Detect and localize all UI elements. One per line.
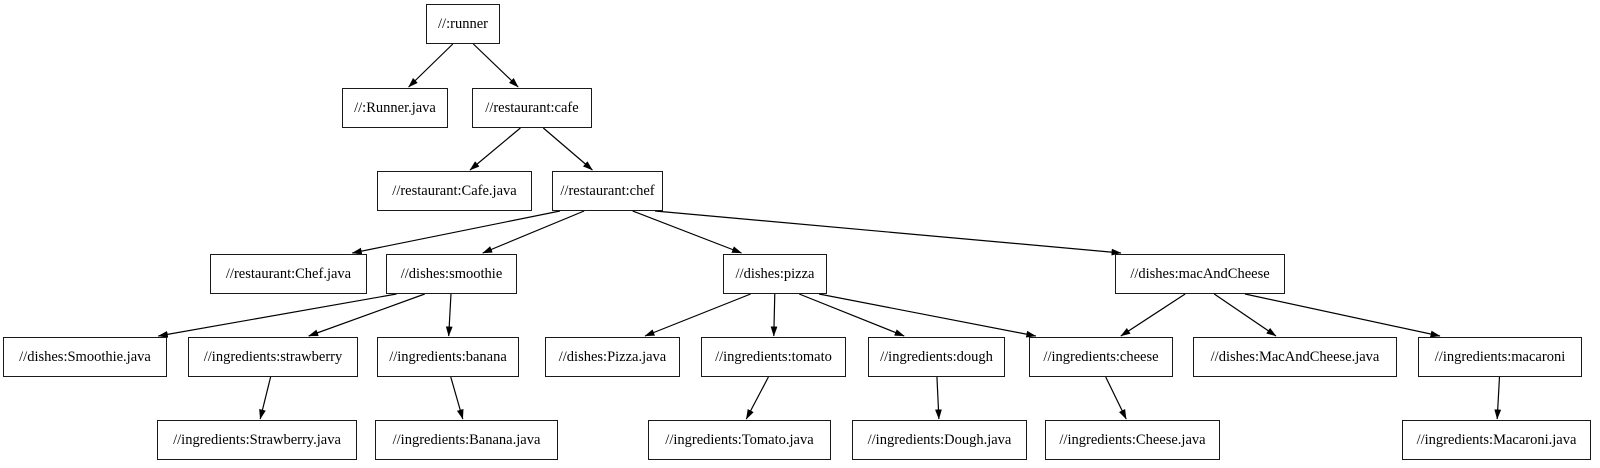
graph-edge-mac-to-macaroni xyxy=(1244,293,1441,338)
graph-edge-chef-to-chef_java xyxy=(351,210,561,255)
graph-node-mac_java: //dishes:MacAndCheese.java xyxy=(1193,337,1397,377)
graph-node-runner: //:runner xyxy=(426,4,500,44)
graph-edge-smoothie-to-strawberry xyxy=(308,293,425,337)
graph-node-smoothie_java: //dishes:Smoothie.java xyxy=(3,337,167,377)
graph-edge-chef-to-smoothie xyxy=(482,210,585,254)
graph-node-dough_java: //ingredients:Dough.java xyxy=(852,420,1027,460)
graph-node-strawberry: //ingredients:strawberry xyxy=(188,337,358,377)
graph-edge-pizza-to-tomato xyxy=(770,293,778,337)
graph-edge-cafe-to-cafe_java xyxy=(469,127,521,171)
graph-edge-tomato-to-tomato_java xyxy=(745,376,769,420)
graph-edge-runner-to-runner_java xyxy=(408,43,454,88)
graph-edge-pizza-to-pizza_java xyxy=(644,293,751,337)
graph-node-cheese_java: //ingredients:Cheese.java xyxy=(1045,420,1220,460)
graph-edge-mac-to-cheese xyxy=(1120,293,1186,337)
graph-edge-chef-to-pizza xyxy=(632,210,742,254)
graph-edge-runner-to-cafe xyxy=(472,43,519,88)
graph-node-label: //ingredients:Banana.java xyxy=(392,431,541,448)
graph-node-label: //ingredients:strawberry xyxy=(203,348,343,365)
graph-node-pizza_java: //dishes:Pizza.java xyxy=(545,337,680,377)
graph-edge-strawberry-to-strawberry_java xyxy=(259,376,272,420)
graph-edge-macaroni-to-macaroni_java xyxy=(1494,376,1502,420)
graph-node-banana: //ingredients:banana xyxy=(377,337,519,377)
graph-edge-cheese-to-cheese_java xyxy=(1105,376,1127,420)
graph-node-chef_java: //restaurant:Chef.java xyxy=(210,254,367,294)
graph-edge-banana-to-banana_java xyxy=(450,376,464,420)
graph-node-mac: //dishes:macAndCheese xyxy=(1115,254,1285,294)
graph-node-label: //ingredients:macaroni xyxy=(1434,348,1566,365)
graph-node-label: //ingredients:cheese xyxy=(1043,348,1159,365)
graph-node-label: //dishes:macAndCheese xyxy=(1130,265,1270,282)
graph-node-tomato_java: //ingredients:Tomato.java xyxy=(648,420,831,460)
graph-node-label: //dishes:MacAndCheese.java xyxy=(1210,348,1380,365)
graph-node-chef: //restaurant:chef xyxy=(552,171,663,211)
graph-node-label: //ingredients:tomato xyxy=(715,348,832,365)
graph-node-strawberry_java: //ingredients:Strawberry.java xyxy=(157,420,357,460)
graph-edge-smoothie-to-smoothie_java xyxy=(157,293,397,338)
graph-node-label: //ingredients:banana xyxy=(389,348,507,365)
graph-edge-mac-to-mac_java xyxy=(1213,293,1277,337)
graph-node-label: //ingredients:Cheese.java xyxy=(1059,431,1206,448)
graph-node-tomato: //ingredients:tomato xyxy=(701,337,846,377)
graph-node-label: //ingredients:Macaroni.java xyxy=(1416,431,1577,448)
graph-node-banana_java: //ingredients:Banana.java xyxy=(375,420,558,460)
graph-node-label: //dishes:Smoothie.java xyxy=(19,348,151,365)
graph-node-runner_java: //:Runner.java xyxy=(342,88,448,128)
graph-node-label: //ingredients:Tomato.java xyxy=(665,431,814,448)
graph-node-label: //dishes:Pizza.java xyxy=(558,348,667,365)
graph-node-pizza: //dishes:pizza xyxy=(723,254,827,294)
graph-edge-chef-to-mac xyxy=(654,210,1122,256)
graph-node-label: //restaurant:Cafe.java xyxy=(392,182,517,199)
graph-node-cafe_java: //restaurant:Cafe.java xyxy=(377,171,532,211)
graph-node-label: //dishes:smoothie xyxy=(400,265,503,282)
graph-edge-pizza-to-dough xyxy=(799,293,905,337)
graph-node-label: //restaurant:Chef.java xyxy=(225,265,352,282)
graph-edge-cafe-to-chef xyxy=(542,127,593,171)
graph-edge-pizza-to-cheese xyxy=(818,293,1037,338)
graph-node-label: //ingredients:Dough.java xyxy=(867,431,1012,448)
graph-node-smoothie: //dishes:smoothie xyxy=(386,254,517,294)
graph-node-label: //ingredients:Strawberry.java xyxy=(173,431,341,448)
graph-node-label: //restaurant:cafe xyxy=(485,99,579,116)
graph-node-label: //restaurant:chef xyxy=(560,182,655,199)
graph-edge-dough-to-dough_java xyxy=(935,376,942,420)
graph-node-label: //ingredients:dough xyxy=(880,348,993,365)
graph-node-dough: //ingredients:dough xyxy=(868,337,1005,377)
graph-node-macaroni_java: //ingredients:Macaroni.java xyxy=(1402,420,1591,460)
graph-node-label: //dishes:pizza xyxy=(735,265,815,282)
graph-node-macaroni: //ingredients:macaroni xyxy=(1418,337,1582,377)
graph-node-cafe: //restaurant:cafe xyxy=(472,88,592,128)
graph-node-cheese: //ingredients:cheese xyxy=(1029,337,1173,377)
graph-node-label: //:runner xyxy=(438,15,488,32)
graph-edge-smoothie-to-banana xyxy=(445,293,453,337)
graph-node-label: //:Runner.java xyxy=(354,99,436,116)
